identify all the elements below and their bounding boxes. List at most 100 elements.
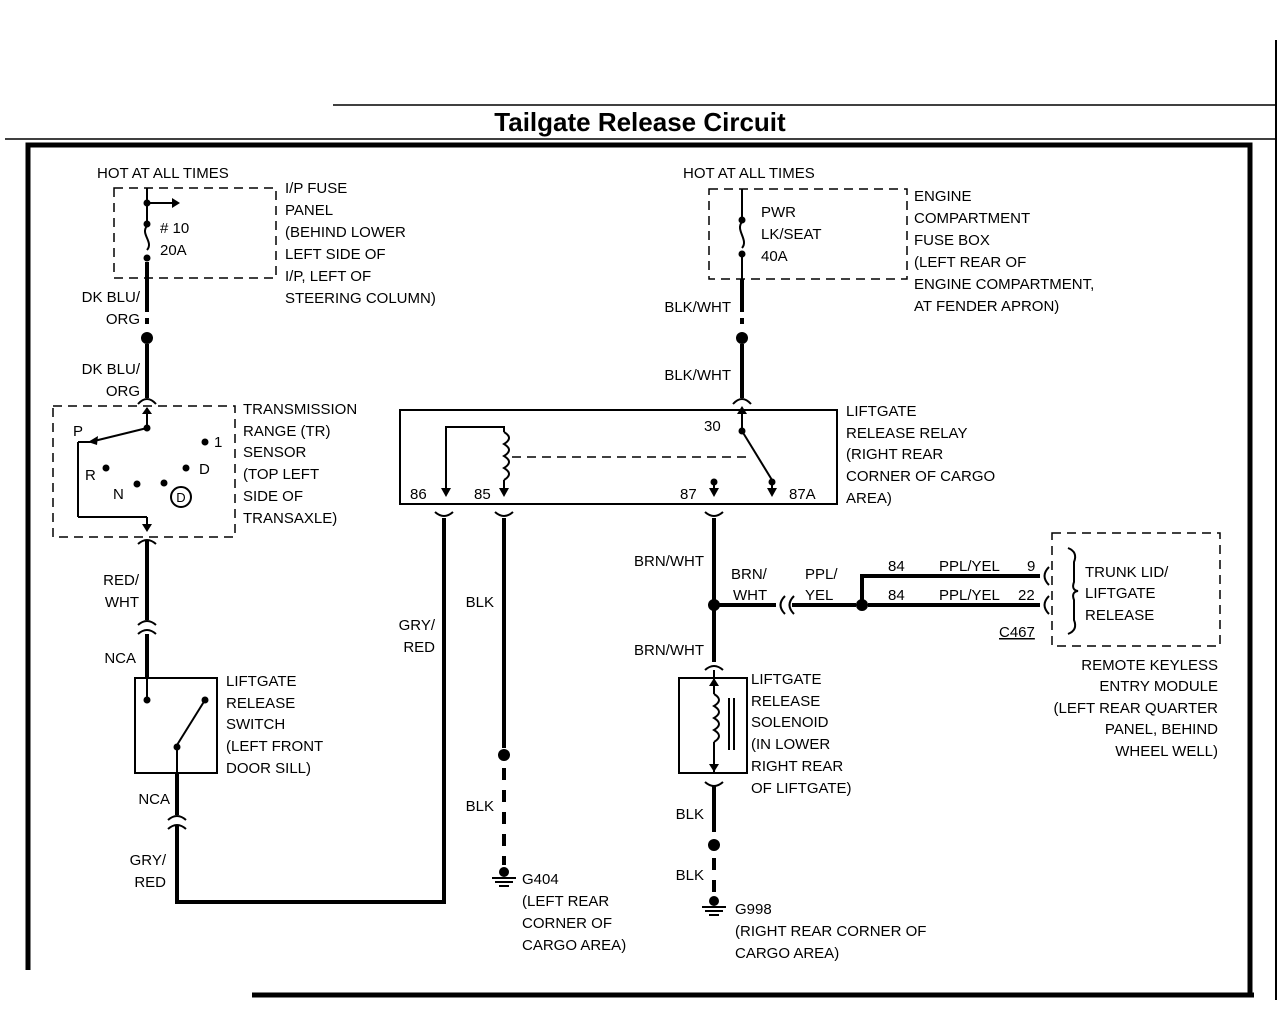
relay-pin-87: 87 bbox=[680, 486, 697, 503]
splice-dkblu-org bbox=[141, 332, 153, 344]
relay-pin-85: 85 bbox=[474, 486, 491, 503]
color-ppl-yel-b: PPL/YEL bbox=[939, 587, 1000, 604]
connector-solenoid-out bbox=[704, 781, 724, 787]
ip-fuse-location-line: I/P FUSE bbox=[285, 180, 347, 197]
fuse-10-symbol bbox=[143, 188, 180, 262]
relay-label-line: (RIGHT REAR bbox=[846, 446, 943, 463]
fuse-10-rating: 20A bbox=[160, 242, 187, 259]
wire-label-dkblu-2b: ORG bbox=[106, 383, 140, 400]
fuse-name-line: 40A bbox=[761, 248, 788, 265]
tr-label-line: SIDE OF bbox=[243, 488, 303, 505]
wire-label-nca-1: NCA bbox=[104, 650, 136, 667]
wire-label-gryred-1a: GRY/ bbox=[130, 852, 167, 869]
g404-label-line: G404 bbox=[522, 871, 559, 888]
connector-solenoid-in bbox=[704, 665, 724, 671]
wire-label-pplyel-h-b: YEL bbox=[805, 587, 833, 604]
wire-label-brnwht-h-a: BRN/ bbox=[731, 566, 768, 583]
ip-fuse-location-line: STEERING COLUMN) bbox=[285, 290, 436, 307]
g404-label-line: CARGO AREA) bbox=[522, 937, 626, 954]
trunk-lid-label-line: TRUNK LID/ bbox=[1085, 564, 1169, 581]
g998-label-line: (RIGHT REAR CORNER OF bbox=[735, 923, 926, 940]
connector-relay-87 bbox=[704, 511, 724, 517]
solenoid-label-line: RIGHT REAR bbox=[751, 758, 843, 775]
relay-contacts bbox=[709, 406, 777, 497]
keyless-module-label: REMOTE KEYLESS ENTRY MODULE (LEFT REAR Q… bbox=[1054, 657, 1219, 760]
tr-position-d: D bbox=[199, 461, 210, 478]
liftgate-release-switch-contacts bbox=[143, 678, 209, 773]
solenoid-label-line: SOLENOID bbox=[751, 714, 829, 731]
connector-relay-30 bbox=[732, 398, 752, 405]
circuit-84-a: 84 bbox=[888, 558, 905, 575]
wire-gry-red bbox=[175, 518, 446, 904]
tr-sensor-label: TRANSMISSION RANGE (TR) SENSOR (TOP LEFT… bbox=[243, 401, 357, 527]
ip-fuse-location-line: (BEHIND LOWER bbox=[285, 224, 406, 241]
solenoid-label-line: LIFTGATE bbox=[751, 671, 822, 688]
switch-label-line: SWITCH bbox=[226, 716, 285, 733]
splice-blk-wht bbox=[736, 332, 748, 344]
relay-label-line: AREA) bbox=[846, 490, 892, 507]
engine-fuse-location-line: FUSE BOX bbox=[914, 232, 990, 249]
solenoid-label-line: (IN LOWER bbox=[751, 736, 830, 753]
solenoid-coil bbox=[709, 670, 735, 772]
engine-fuse-location-line: COMPARTMENT bbox=[914, 210, 1030, 227]
wire-label-brnwht-h-b: WHT bbox=[733, 587, 767, 604]
wire-label-blkwht-2: BLK/WHT bbox=[664, 367, 731, 384]
relay-label: LIFTGATE RELEASE RELAY (RIGHT REAR CORNE… bbox=[846, 403, 995, 507]
fuse-name-line: PWR bbox=[761, 204, 796, 221]
solenoid-label-line: OF LIFTGATE) bbox=[751, 780, 852, 797]
relay-label-line: RELEASE RELAY bbox=[846, 425, 967, 442]
connector-relay-85 bbox=[494, 511, 514, 517]
tr-position-r: R bbox=[85, 467, 96, 484]
wire-label-dkblu-2a: DK BLU/ bbox=[82, 361, 141, 378]
switch-label: LIFTGATE RELEASE SWITCH (LEFT FRONT DOOR… bbox=[226, 673, 323, 777]
wire-label-gryred-1b: RED bbox=[134, 874, 166, 891]
connector-switch-in bbox=[137, 620, 157, 635]
wire-label-dkblu-1a: DK BLU/ bbox=[82, 289, 141, 306]
relay-pin-87a: 87A bbox=[789, 486, 816, 503]
g404-label-line: CORNER OF bbox=[522, 915, 612, 932]
tr-label-line: RANGE (TR) bbox=[243, 423, 331, 440]
switch-label-line: RELEASE bbox=[226, 695, 295, 712]
relay-label-line: CORNER OF CARGO bbox=[846, 468, 995, 485]
relay-pin-30: 30 bbox=[704, 418, 721, 435]
wire-label-gryred-2a: GRY/ bbox=[399, 617, 436, 634]
tr-sensor-box bbox=[52, 405, 236, 538]
liftgate-release-relay-box bbox=[399, 409, 838, 505]
wire-label-blkwht-1: BLK/WHT bbox=[664, 299, 731, 316]
pin-22: 22 bbox=[1018, 587, 1035, 604]
engine-fuse-location-line: ENGINE bbox=[914, 188, 972, 205]
fuse-10-number: # 10 bbox=[160, 220, 189, 237]
wire-label-dkblu-1b: ORG bbox=[106, 311, 140, 328]
ip-fuse-location-line: I/P, LEFT OF bbox=[285, 268, 371, 285]
tr-label-line: TRANSMISSION bbox=[243, 401, 357, 418]
connector-brnwht-pplyel bbox=[779, 595, 795, 615]
pin-9: 9 bbox=[1027, 558, 1035, 575]
connector-tr-sensor-out bbox=[137, 539, 157, 545]
connector-switch-out bbox=[167, 815, 187, 830]
wire-label-blk-a1: BLK bbox=[466, 594, 494, 611]
ground-g998-symbol bbox=[702, 896, 726, 916]
ip-fuse-panel-location: I/P FUSE PANEL (BEHIND LOWER LEFT SIDE O… bbox=[285, 180, 436, 307]
keyless-label-line: ENTRY MODULE bbox=[1099, 678, 1218, 695]
engine-fuse-box bbox=[708, 188, 908, 280]
wire-84-pin9 bbox=[860, 574, 1040, 605]
wire-label-nca-2: NCA bbox=[138, 791, 170, 808]
diagram-frame bbox=[25, 40, 1277, 1000]
connector-c467: C467 bbox=[999, 624, 1035, 641]
ip-fuse-location-line: PANEL bbox=[285, 202, 333, 219]
keyless-label-line: (LEFT REAR QUARTER bbox=[1054, 700, 1219, 717]
tr-label-line: SENSOR bbox=[243, 444, 307, 461]
tr-position-n: N bbox=[113, 486, 124, 503]
keyless-module-box bbox=[1051, 532, 1221, 647]
switch-label-line: DOOR SILL) bbox=[226, 760, 311, 777]
tr-position-p: P bbox=[73, 423, 83, 440]
circuit-84-b: 84 bbox=[888, 587, 905, 604]
relay-coil bbox=[441, 426, 510, 497]
trunk-lid-label-line: LIFTGATE bbox=[1085, 585, 1156, 602]
switch-label-line: (LEFT FRONT bbox=[226, 738, 323, 755]
wire-label-brnwht-2: BRN/WHT bbox=[634, 642, 704, 659]
color-ppl-yel-a: PPL/YEL bbox=[939, 558, 1000, 575]
splice-blk-solenoid bbox=[708, 839, 720, 851]
hot-at-all-times-left: HOT AT ALL TIMES bbox=[97, 165, 229, 182]
ground-g404-label: G404 (LEFT REAR CORNER OF CARGO AREA) bbox=[522, 871, 626, 954]
